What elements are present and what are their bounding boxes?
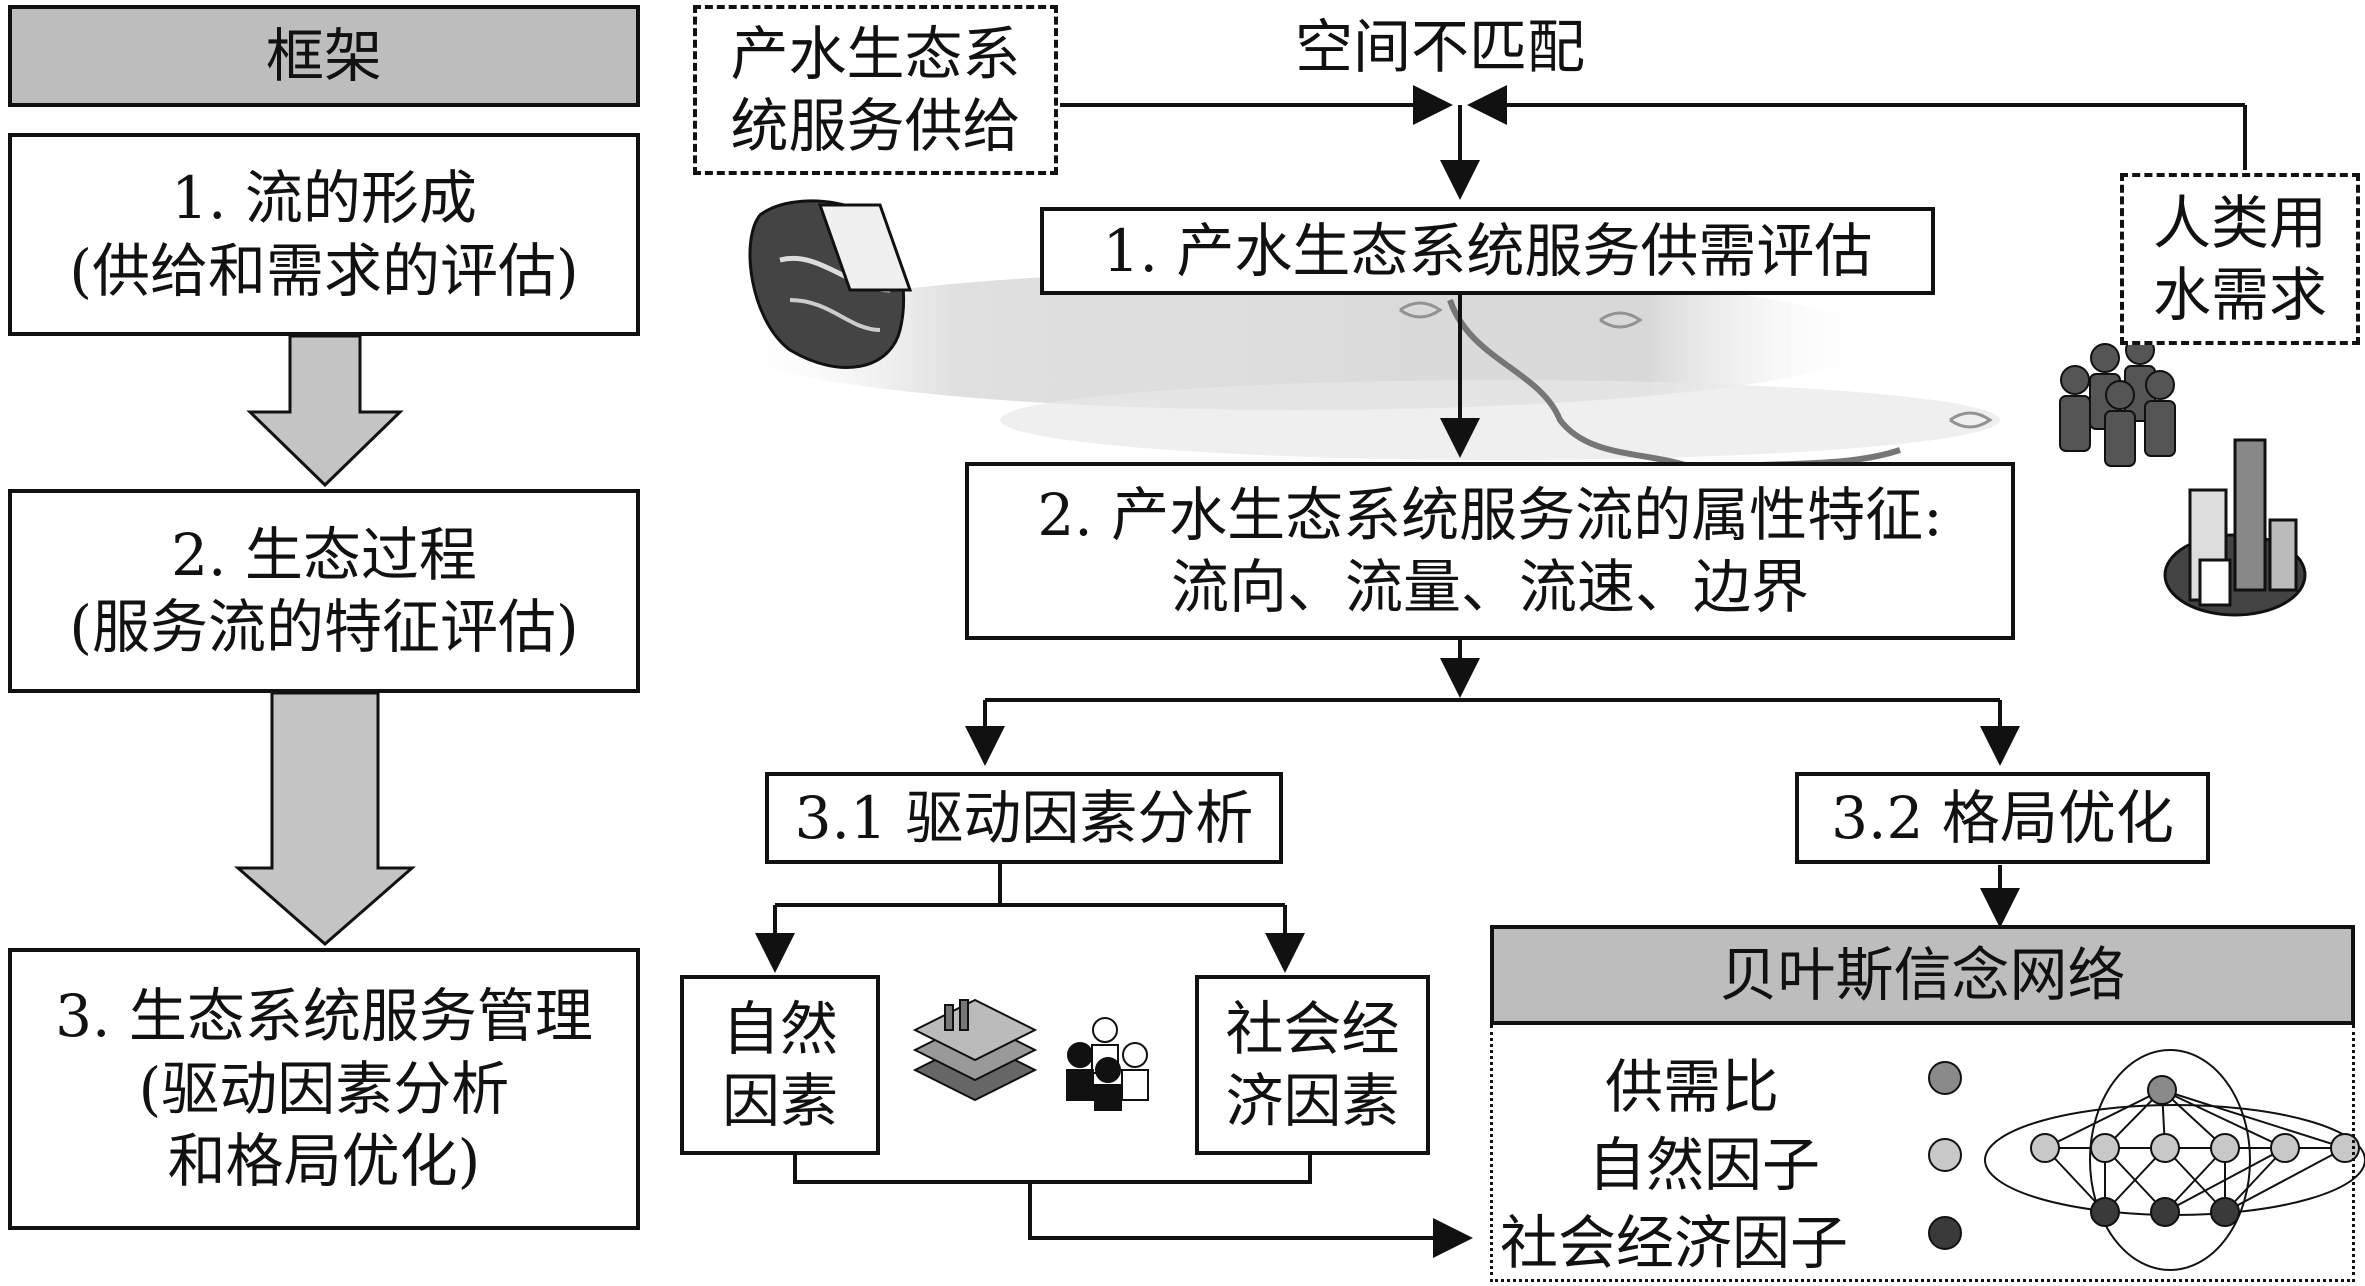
supply-box: 产水生态系 统服务供给 <box>693 5 1058 175</box>
pattern-optimization-box: 3.2 格局优化 <box>1795 772 2210 864</box>
flow-attributes-list: 流向、流量、流速、边界 <box>1170 553 1809 621</box>
flow-attributes-title: 2. 产水生态系统服务流的属性特征: <box>1037 480 1943 549</box>
step2-title: 2. 生态过程 <box>171 520 477 589</box>
step2-subtitle: (服务流的特征评估) <box>69 593 579 661</box>
natural-factors-line1: 自然 <box>721 994 838 1063</box>
flow-connectors <box>755 293 2020 1258</box>
legend-label-socio: 社会经济因子 <box>1500 1209 1849 1277</box>
socio-factors-line1: 社会经 <box>1225 994 1400 1063</box>
step1-box: 1. 流的形成 (供给和需求的评估) <box>8 133 640 336</box>
assessment-label: 1. 产水生态系统服务供需评估 <box>1102 216 1873 285</box>
demand-line2: 水需求 <box>2152 261 2327 329</box>
flow-arrow-2-3 <box>234 691 416 946</box>
terrain-layers-icon <box>912 998 1038 1102</box>
assessment-box: 1. 产水生态系统服务供需评估 <box>1040 207 1935 295</box>
demand-line1: 人类用 <box>2152 188 2327 257</box>
pattern-optimization-label: 3.2 格局优化 <box>1831 783 2174 852</box>
legend-label-ratio: 供需比 <box>1605 1053 1780 1121</box>
flow-attributes-box: 2. 产水生态系统服务流的属性特征: 流向、流量、流速、边界 <box>965 462 2015 640</box>
mismatch-connector <box>1060 85 2247 200</box>
step2-box: 2. 生态过程 (服务流的特征评估) <box>8 489 640 693</box>
socio-people-icon <box>1066 1017 1149 1111</box>
step3-box: 3. 生态系统服务管理 (驱动因素分析 和格局优化) <box>8 948 640 1230</box>
people-group-icon <box>2059 335 2176 467</box>
legend-dot-socio <box>1928 1216 1962 1250</box>
flow-arrow-1-2 <box>246 334 404 488</box>
framework-header-label: 框架 <box>265 21 382 90</box>
supply-line1: 产水生态系 <box>730 19 1021 88</box>
legend-dot-ratio <box>1928 1061 1962 1095</box>
bayesian-network-graph <box>1984 1049 2365 1271</box>
framework-header: 框架 <box>8 5 640 107</box>
socio-factors-line2: 济因素 <box>1225 1067 1400 1135</box>
driver-analysis-box: 3.1 驱动因素分析 <box>765 772 1283 864</box>
water-supply-icon <box>748 199 913 369</box>
natural-factors-box: 自然 因素 <box>680 975 880 1155</box>
mismatch-label: 空间不匹配 <box>1295 13 1586 81</box>
demand-box: 人类用 水需求 <box>2120 173 2360 345</box>
legend-label-natural: 自然因子 <box>1588 1131 1821 1199</box>
city-icon <box>2163 438 2307 617</box>
step3-title: 3. 生态系统服务管理 <box>55 982 593 1051</box>
step1-subtitle: (供给和需求的评估) <box>69 236 579 305</box>
driver-analysis-label: 3.1 驱动因素分析 <box>794 783 1254 852</box>
bbn-legend-dots <box>1928 1061 1962 1250</box>
legend-dot-natural <box>1928 1138 1962 1172</box>
bbn-panel <box>1490 1025 2355 1282</box>
natural-factors-line2: 因素 <box>721 1067 838 1135</box>
step3-subtitle-2: 和格局优化) <box>167 1127 481 1196</box>
supply-line2: 统服务供给 <box>730 92 1021 160</box>
socio-factors-box: 社会经 济因素 <box>1195 975 1430 1155</box>
bbn-header: 贝叶斯信念网络 <box>1490 925 2355 1025</box>
bbn-title: 贝叶斯信念网络 <box>1719 940 2126 1009</box>
step1-title: 1. 流的形成 <box>171 164 477 232</box>
step3-subtitle-1: (驱动因素分析 <box>138 1054 510 1123</box>
terrain-background <box>720 251 2000 474</box>
